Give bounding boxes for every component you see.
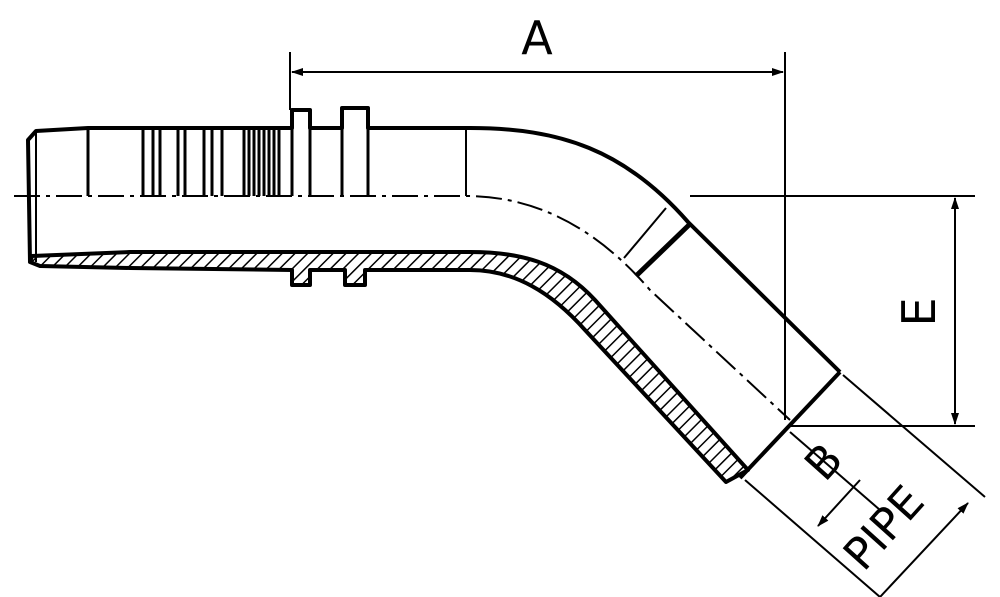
dimension-e <box>690 195 975 427</box>
knurl-band <box>242 128 281 196</box>
socket-band <box>623 207 692 278</box>
dimension-b-pipe <box>744 374 986 597</box>
center-line <box>14 195 791 421</box>
dimension-a-label: A <box>521 11 553 65</box>
collar-lines <box>290 128 467 196</box>
wall-section-hatch <box>28 250 750 484</box>
dimension-a <box>289 52 786 420</box>
dimension-b-label: B <box>795 434 853 491</box>
barb-lines <box>86 128 224 196</box>
fitting-outline-upper <box>26 106 842 374</box>
dimension-e-label: E <box>892 297 946 326</box>
